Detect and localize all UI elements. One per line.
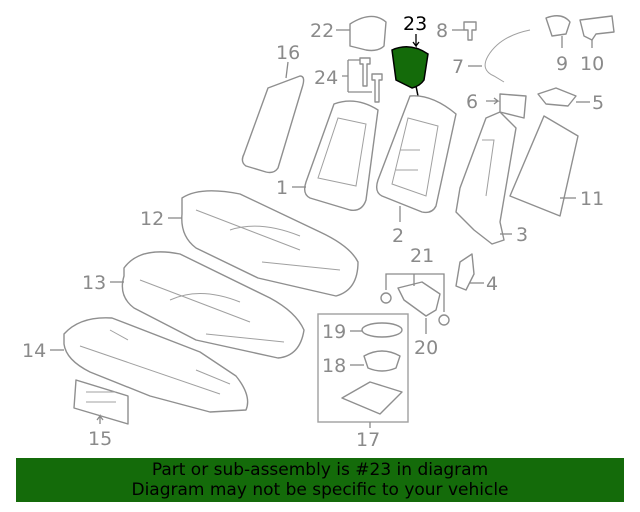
part-24-guide-b xyxy=(371,73,383,103)
callout-14: 14 xyxy=(22,340,46,362)
part-12-detail xyxy=(195,209,341,271)
part-14-detail xyxy=(79,329,231,395)
part-23-headrest-highlighted xyxy=(391,46,429,89)
callout-20: 20 xyxy=(414,337,438,359)
part-3-detail xyxy=(482,139,495,197)
callout-24: 24 xyxy=(314,67,338,89)
callout-3: 3 xyxy=(516,224,528,246)
part-11-pad xyxy=(509,115,579,217)
callout-21: 21 xyxy=(410,245,434,267)
callout-19: 19 xyxy=(322,321,346,343)
leader-16 xyxy=(285,61,289,79)
part-23-post xyxy=(415,85,419,97)
part-12-seat-cushion xyxy=(181,190,359,297)
callout-17: 17 xyxy=(356,429,380,451)
part-18-cup-holder-base xyxy=(363,350,401,372)
part-6-bezel xyxy=(499,93,527,119)
callout-11: 11 xyxy=(580,188,604,210)
part-4-clip xyxy=(455,253,475,291)
info-banner: Part or sub-assembly is #23 in diagram D… xyxy=(16,458,624,502)
part-3-side-frame xyxy=(455,111,517,245)
callout-10: 10 xyxy=(580,53,604,75)
part-2-seatback-frame xyxy=(375,95,457,214)
leader-23 xyxy=(412,34,420,48)
part-13-cushion-pad xyxy=(121,251,305,359)
callout-22: 22 xyxy=(310,20,334,42)
parts-diagram: 1 2 3 4 5 6 7 8 9 10 11 12 13 14 15 16 1… xyxy=(22,13,615,451)
part-20-bracket xyxy=(397,281,441,317)
part-19-cup-holder xyxy=(361,322,403,338)
part-7-cable xyxy=(484,29,531,83)
callout-18: 18 xyxy=(322,355,346,377)
leader-21 xyxy=(385,273,445,312)
callout-13: 13 xyxy=(82,272,106,294)
callout-23: 23 xyxy=(403,13,427,35)
part-5-bracket xyxy=(537,87,577,107)
callout-9: 9 xyxy=(556,53,568,75)
callout-7: 7 xyxy=(452,56,464,78)
part-1-detail xyxy=(317,117,367,187)
callout-16: 16 xyxy=(276,42,300,64)
leader-15 xyxy=(96,414,104,424)
part-2-detail xyxy=(391,117,439,197)
part-16-side-panel xyxy=(241,75,305,174)
callout-15: 15 xyxy=(88,428,112,450)
callout-12: 12 xyxy=(140,208,164,230)
part-24-guide-a xyxy=(359,57,371,87)
part-1-seatback xyxy=(303,100,379,211)
part-21-washer-a xyxy=(380,292,392,304)
part-22-headrest xyxy=(349,15,387,52)
callout-2: 2 xyxy=(392,225,404,247)
part-13-detail xyxy=(139,279,285,343)
part-8-bolt xyxy=(463,21,477,41)
callout-8: 8 xyxy=(436,20,448,42)
part-17-armrest xyxy=(341,381,403,415)
callout-1: 1 xyxy=(276,177,288,199)
part-10-latch-bracket xyxy=(579,15,615,41)
part-15-detail xyxy=(86,391,116,403)
callout-5: 5 xyxy=(592,92,604,114)
part-9-latch xyxy=(545,15,571,37)
part-21-washer-b xyxy=(438,314,450,326)
banner-line-2: Diagram may not be specific to your vehi… xyxy=(131,480,509,500)
callout-4: 4 xyxy=(486,273,498,295)
leader-24 xyxy=(342,59,372,93)
callout-6: 6 xyxy=(466,91,478,113)
leader-6 xyxy=(486,97,500,105)
part-14-seat-frame xyxy=(63,317,249,413)
banner-line-1: Part or sub-assembly is #23 in diagram xyxy=(151,460,489,480)
